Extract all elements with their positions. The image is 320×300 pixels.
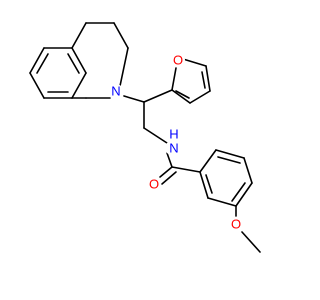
amide-nitrogen-label: N: [169, 141, 178, 156]
methoxy-oxygen-label: O: [231, 217, 241, 232]
bond: [119, 47, 129, 87]
bond: [143, 127, 168, 144]
bond: [67, 53, 80, 74]
bond: [235, 182, 253, 207]
bond: [143, 89, 173, 103]
bond: [243, 157, 253, 184]
bond: [171, 89, 191, 104]
atom-background: [165, 141, 179, 155]
bond: [205, 174, 213, 194]
bond: [71, 22, 87, 49]
bond: [166, 152, 173, 168]
bond: [29, 72, 45, 99]
atom-background: [171, 53, 185, 67]
bond: [36, 53, 49, 74]
bond: [171, 67, 177, 91]
bond: [241, 231, 261, 253]
molecule-structure-diagram: N O N H O O: [29, 22, 261, 253]
bond: [205, 65, 211, 92]
ring-nitrogen-label: N: [111, 84, 120, 99]
bond: [71, 72, 87, 99]
atom-background: [229, 217, 243, 231]
furan-oxygen-label: O: [173, 53, 183, 68]
bond: [182, 58, 207, 67]
bond: [113, 22, 129, 49]
atom-label-layer: N O N H O O: [109, 53, 243, 232]
bond: [217, 156, 241, 164]
bond: [231, 182, 246, 202]
bond: [215, 149, 245, 159]
atom-background: [147, 177, 161, 191]
bond: [159, 166, 173, 178]
bond: [123, 95, 145, 103]
bond: [199, 149, 217, 173]
bond: [175, 90, 190, 99]
bond: [199, 171, 209, 199]
bond: [207, 197, 237, 207]
bond: [189, 90, 211, 104]
bond: [171, 166, 201, 173]
carbonyl-oxygen-label: O: [149, 177, 159, 192]
bond: [201, 71, 206, 89]
bond: [161, 171, 177, 185]
bond: [29, 47, 45, 74]
atom-background: [109, 84, 123, 98]
bond: [71, 47, 87, 74]
bond-layer: [29, 22, 261, 253]
amide-hydrogen-label: H: [169, 127, 178, 142]
